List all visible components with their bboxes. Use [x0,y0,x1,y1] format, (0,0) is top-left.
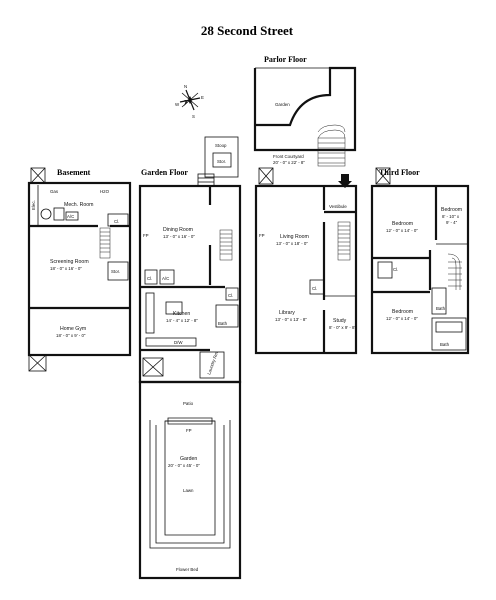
parlor-garden-label: Garden [275,102,290,107]
garden-fireplace-label: FP [143,233,149,238]
basement-gas-label: Gas [50,189,59,194]
third-floor-plan: Third Floor Bedroom 12' - 0" x 14' - 0" … [370,167,470,355]
basement-storage-label: Stor. [111,269,120,274]
garden-yard-outline [138,380,242,580]
parlor-floor-plan: Parlor Floor Garden Front Courtyard 20' … [253,55,358,355]
entry-arrow-icon [338,174,352,188]
third-floor-heading: Third Floor [379,168,420,177]
vestibule-label: Vestibule [329,204,347,209]
compass-west-label: W [175,102,180,107]
front-courtyard-name: Front Courtyard [273,154,304,159]
parlor-floor-heading: Parlor Floor [264,55,307,64]
basement-rear-well [28,354,47,372]
bedroom2-dim-line2: 9' - 4" [446,220,458,225]
kitchen-name: Kitchen [173,311,190,317]
basement-closet-label: Cl. [114,219,119,224]
bath1-label: Bath [436,306,446,311]
bedroom3-dim: 12' - 0" x 14' - 0" [386,316,418,321]
bedroom1-dim: 12' - 0" x 14' - 0" [386,228,418,233]
living-room-dim: 13' - 0" x 18' - 0" [276,241,308,246]
bath2-label: Bath [440,342,450,347]
study-name: Study [333,318,347,324]
garden-bath-label: Bath [218,321,228,326]
laundry-room-label: Laundry Rm [206,351,219,376]
basement-home-gym-name: Home Gym [60,326,86,332]
lawn-label: Lawn [183,488,194,493]
stoop-outline [204,136,239,178]
basement-screening-room-dim: 18' - 0" x 16' - 0" [50,266,82,271]
third-closet-label: Cl. [393,267,398,272]
library-name: Library [279,310,295,316]
parlor-closet-label: Cl. [312,286,317,291]
basement-ac-label: A/C [67,214,74,219]
page-title: 28 Second Street [201,23,294,38]
compass-south-label: S [192,114,195,119]
kitchen-dim: 14' - 4" x 12' - 8" [166,318,198,323]
parlor-fireplace-label: FP [259,233,265,238]
garden-floor-heading: Garden Floor [141,168,188,177]
dining-room-dim: 13' - 0" x 16' - 0" [163,234,195,239]
compass-rose-icon: N E S W [175,84,204,119]
bedroom2-name: Bedroom [441,207,462,213]
dishwasher-label: D/W [174,340,183,345]
basement-lightwell [30,167,46,184]
basement-h2o-label: H2O [100,189,110,194]
parlor-floor-stairs [337,221,351,261]
basement-mech-room-label: Mech. Room [64,202,93,208]
bedroom3-name: Bedroom [392,309,413,315]
garden-closet-label: Cl. [147,276,152,281]
garden-ac-label: A/C [162,276,169,281]
bedroom2-dim-line1: 8' - 10" x [442,214,460,219]
basement-stairs [99,227,111,259]
dining-room-name: Dining Room [163,227,193,233]
stoop-label: Stoop [215,143,227,148]
garden-closet2-label: Cl. [228,293,233,298]
third-floor-outline [370,184,470,355]
yard-garden-dim: 20' - 0" x 45' - 0" [168,463,200,468]
compass-east-label: E [201,95,204,100]
garden-floor-stairs [219,229,233,261]
study-dim: 8' - 0" x 9' - 8" [329,325,356,330]
living-room-name: Living Room [280,234,309,240]
third-floor-stairs [447,253,462,290]
patio-label: Patio [183,401,194,406]
basement-heading: Basement [57,168,91,177]
garden-floor-plan: Garden Floor Stoop Stor. FP Dining Room … [138,136,242,580]
basement-plan: Basement Elec. Gas H2O Mech. Room A/C Cl… [27,167,132,372]
front-courtyard-dim: 20' - 0" x 22' - 8" [273,160,305,165]
compass-north-label: N [184,84,187,89]
flower-bed-label: Flower Bed [176,567,199,572]
library-dim: 13' - 0" x 13' - 8" [275,317,307,322]
basement-home-gym-dim: 18' - 0" x 9' - 0" [56,333,86,338]
parlor-stoop-stairs [317,124,346,167]
basement-elec-label: Elec. [31,200,36,210]
bedroom1-name: Bedroom [392,221,413,227]
garden-storage-label: Stor. [217,159,226,164]
basement-screening-room-name: Screening Room [50,259,89,265]
water-heater-icon [40,208,52,220]
yard-fireplace-label: FP [186,428,192,433]
yard-garden-name: Garden [180,456,197,462]
